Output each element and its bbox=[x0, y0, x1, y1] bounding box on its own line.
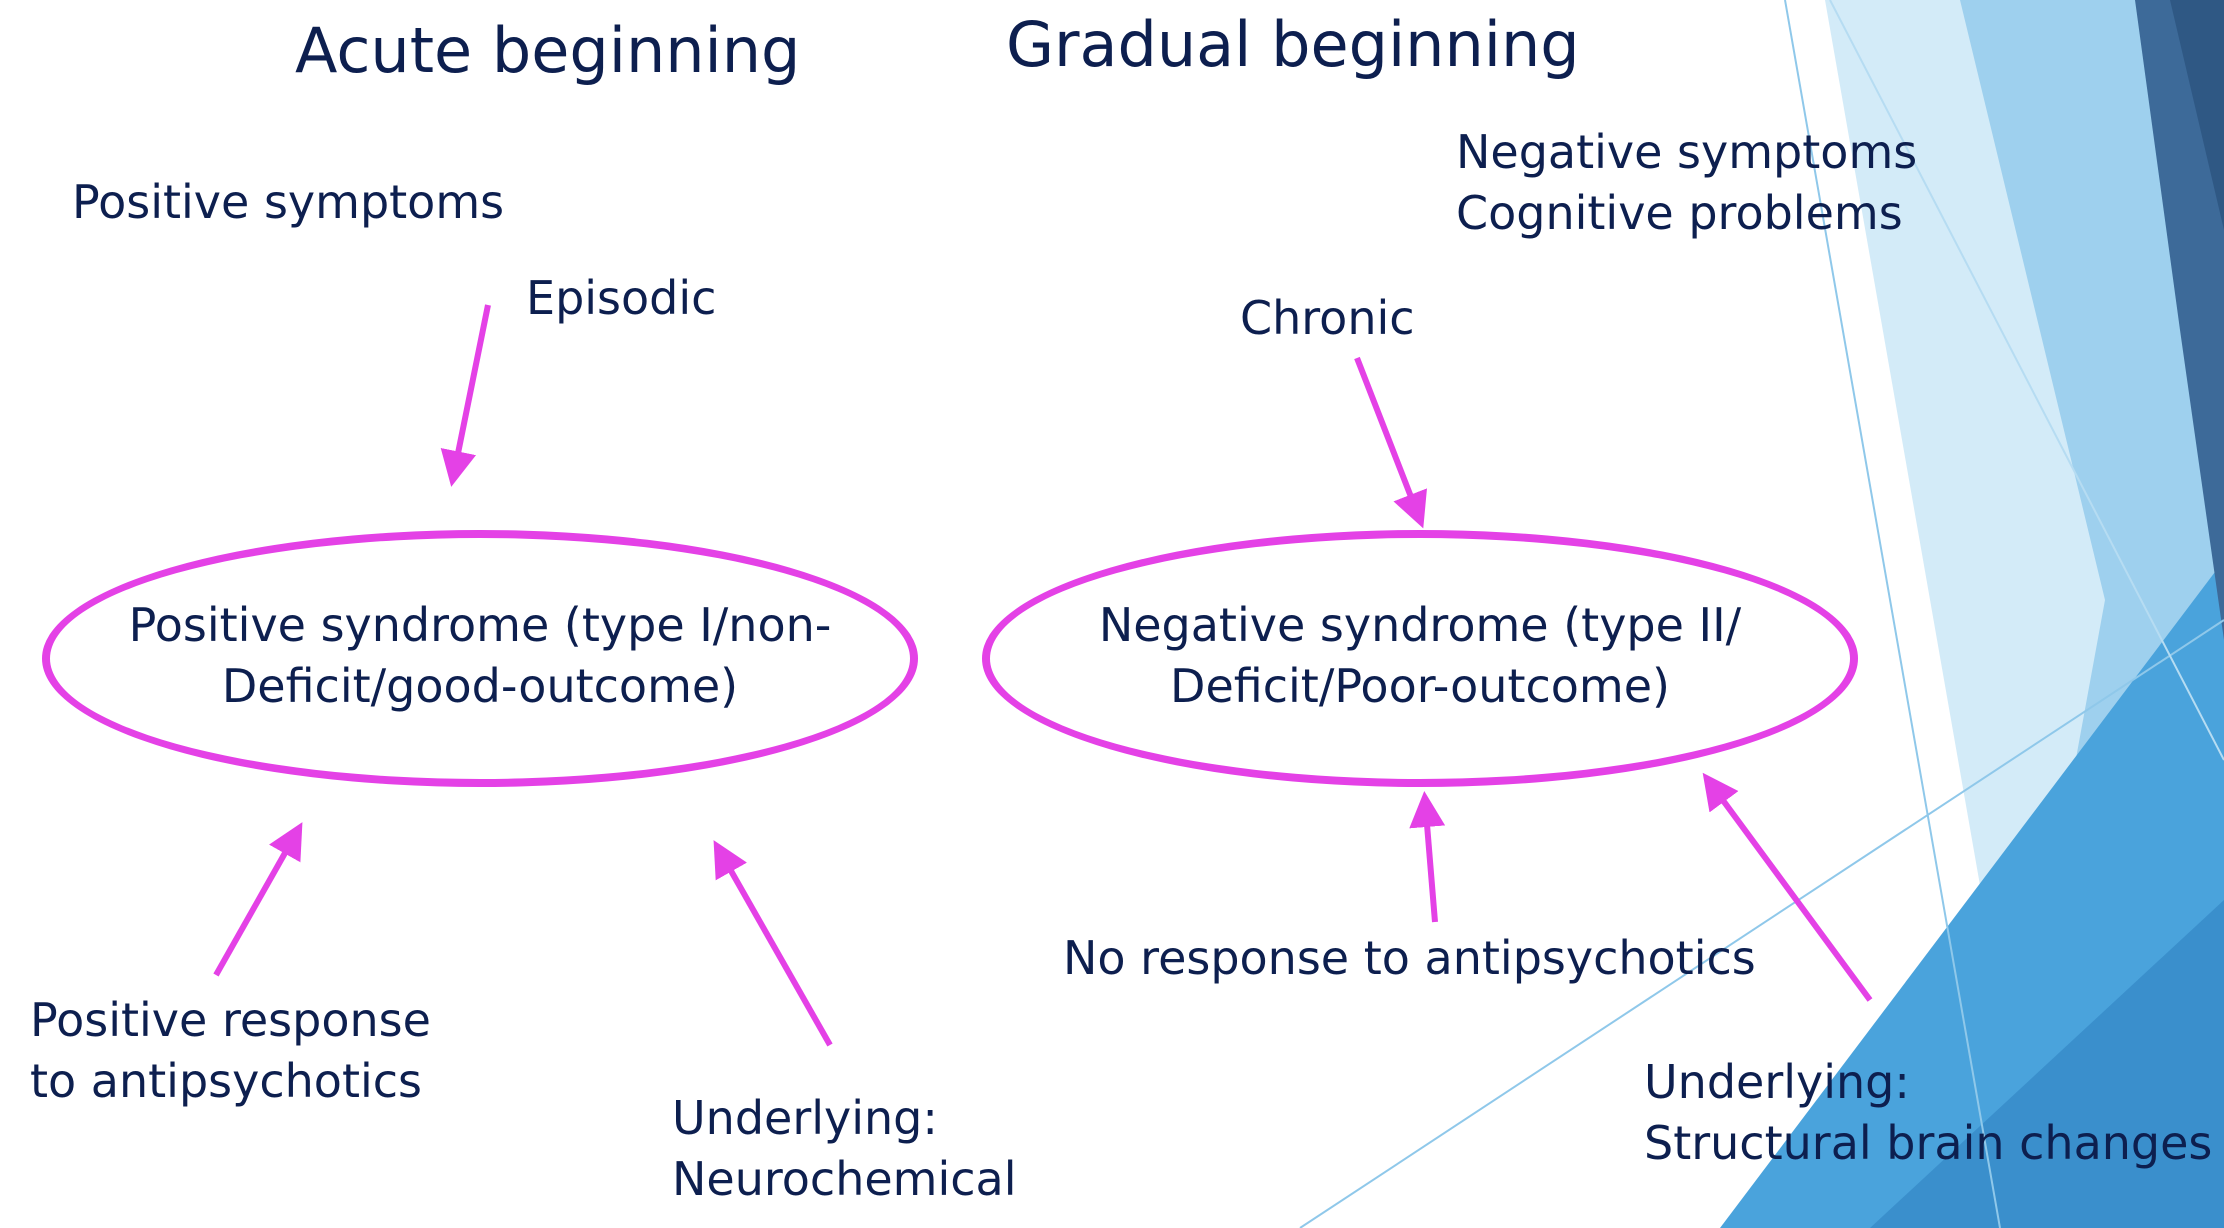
decor-thin-line-2 bbox=[1299, 619, 2224, 1228]
label-chronic: Chronic bbox=[1240, 291, 1415, 345]
decor-thin-line-1 bbox=[1784, 0, 2001, 1228]
negative-symptoms-line2: Cognitive problems bbox=[1456, 186, 1903, 240]
arrow-structural-to-negative bbox=[1702, 772, 1873, 1002]
heading-gradual: Gradual beginning bbox=[1006, 8, 1580, 81]
decor-dark-band-2 bbox=[2170, 0, 2224, 230]
arrow-episodic-to-positive bbox=[440, 304, 491, 487]
underlying-structural-line2: Structural brain changes bbox=[1644, 1116, 2213, 1170]
label-positive-response: Positive response to antipsychotics bbox=[30, 990, 431, 1112]
negative-syndrome-label: Negative syndrome (type II/ Deficit/Poor… bbox=[982, 595, 1858, 717]
positive-syndrome-oval bbox=[42, 530, 918, 787]
positive-response-line2: to antipsychotics bbox=[30, 1054, 423, 1108]
negative-syndrome-line2: Deficit/Poor-outcome) bbox=[1170, 659, 1670, 713]
positive-syndrome-line2: Deficit/good-outcome) bbox=[221, 659, 739, 713]
label-underlying-neurochemical: Underlying: Neurochemical bbox=[672, 1088, 1017, 1210]
positive-response-line1: Positive response bbox=[30, 993, 431, 1047]
label-underlying-structural: Underlying: Structural brain changes bbox=[1644, 1052, 2212, 1174]
arrow-neurochemical-to-positive bbox=[713, 840, 833, 1047]
underlying-neurochemical-line1: Underlying: bbox=[672, 1091, 938, 1145]
label-no-response: No response to antipsychotics bbox=[1063, 931, 1756, 985]
decor-thin-line-3 bbox=[1829, 0, 2224, 761]
heading-acute: Acute beginning bbox=[295, 14, 801, 87]
decor-dark-band bbox=[2135, 0, 2224, 640]
label-negative-symptoms: Negative symptoms Cognitive problems bbox=[1456, 122, 1917, 244]
decor-lighter-triangle bbox=[1870, 900, 2224, 1228]
negative-syndrome-oval bbox=[982, 530, 1858, 787]
arrow-response-to-positive bbox=[213, 822, 303, 977]
arrow-chronic-to-negative bbox=[1354, 356, 1427, 529]
negative-symptoms-line1: Negative symptoms bbox=[1456, 125, 1918, 179]
positive-syndrome-label: Positive syndrome (type I/non- Deficit/g… bbox=[42, 595, 918, 717]
underlying-structural-line1: Underlying: bbox=[1644, 1055, 1910, 1109]
label-episodic: Episodic bbox=[526, 271, 717, 325]
label-positive-symptoms: Positive symptoms bbox=[72, 175, 505, 229]
negative-syndrome-line1: Negative syndrome (type II/ bbox=[1098, 598, 1742, 652]
underlying-neurochemical-line2: Neurochemical bbox=[672, 1152, 1017, 1206]
positive-syndrome-line1: Positive syndrome (type I/non- bbox=[128, 598, 832, 652]
arrow-noresponse-to-negative bbox=[1409, 791, 1446, 923]
